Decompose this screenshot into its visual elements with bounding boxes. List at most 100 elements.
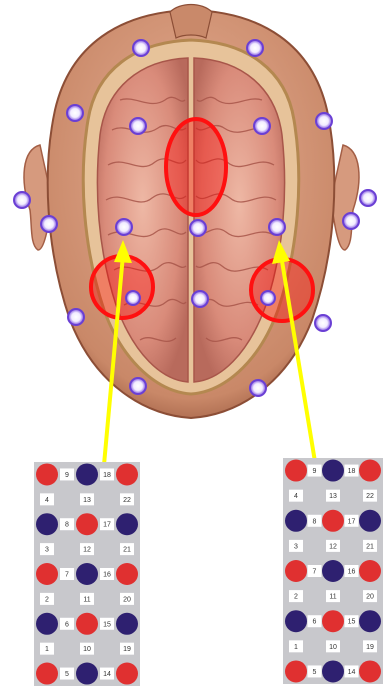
- optode-dot: [322, 510, 344, 532]
- electrode: [41, 216, 57, 232]
- channel-label: 9: [65, 472, 69, 479]
- electrode: [133, 40, 149, 56]
- channel-label: 17: [348, 518, 356, 525]
- channel-label: 9: [313, 468, 317, 475]
- channel-label: 19: [366, 644, 374, 651]
- channel-label: 4: [45, 497, 49, 504]
- optode-dot: [359, 610, 381, 632]
- channel-label: 18: [103, 472, 111, 479]
- electrode: [130, 378, 146, 394]
- channel-label: 2: [45, 596, 49, 603]
- electrode: [68, 309, 84, 325]
- optode-dot: [322, 560, 344, 582]
- channel-label: 3: [294, 543, 298, 550]
- optode-dot: [36, 513, 58, 535]
- electrode: [269, 219, 285, 235]
- optode-dot: [359, 510, 381, 532]
- channel-label: 6: [313, 619, 317, 626]
- channel-label: 13: [329, 493, 337, 500]
- optode-panel-left: 9 18 4 13 22 8 17 3 12 21 7 16 2 11 20 6 15 1 10 19 5 14: [34, 462, 140, 686]
- channel-label: 18: [348, 468, 356, 475]
- electrode: [116, 219, 132, 235]
- optode-dot: [285, 560, 307, 582]
- activation-frontal: [166, 119, 226, 215]
- optode-dot: [116, 463, 138, 485]
- optode-dot: [36, 613, 58, 635]
- channel-label: 7: [65, 572, 69, 579]
- channel-label: 1: [294, 644, 298, 651]
- electrode: [316, 113, 332, 129]
- channel-label: 15: [348, 619, 356, 626]
- channel-label: 4: [294, 493, 298, 500]
- electrode: [254, 118, 270, 134]
- optode-dot: [285, 460, 307, 482]
- electrode: [250, 380, 266, 396]
- optode-dot: [359, 660, 381, 682]
- channel-label: 2: [294, 594, 298, 601]
- channel-label: 11: [83, 596, 90, 603]
- channel-label: 8: [313, 518, 317, 525]
- channel-label: 8: [65, 522, 69, 529]
- optode-dot: [76, 663, 98, 685]
- optode-dot: [116, 613, 138, 635]
- optode-dot: [76, 513, 98, 535]
- electrode: [14, 192, 30, 208]
- optode-dot: [322, 660, 344, 682]
- channel-label: 10: [83, 646, 91, 653]
- channel-label: 13: [83, 497, 91, 504]
- electrode: [315, 315, 331, 331]
- optode-dot: [36, 563, 58, 585]
- optode-dot: [322, 460, 344, 482]
- channel-label: 15: [103, 621, 111, 628]
- channel-label: 20: [123, 596, 131, 603]
- electrode: [130, 118, 146, 134]
- optode-dot: [359, 560, 381, 582]
- optode-dot: [116, 513, 138, 535]
- channel-label: 21: [366, 543, 374, 550]
- electrode: [261, 291, 275, 305]
- optode-dot: [76, 563, 98, 585]
- electrode: [67, 105, 83, 121]
- channel-label: 22: [123, 497, 131, 504]
- optode-panel-right: 9 18 4 13 22 8 17 3 12 21 7 16 2 11 20 6 15 1 10 19 5 14: [283, 458, 383, 684]
- optode-dot: [76, 463, 98, 485]
- ear-right: [331, 145, 359, 250]
- channel-label: 14: [348, 669, 356, 676]
- channel-label: 19: [123, 646, 131, 653]
- electrode: [190, 220, 206, 236]
- channel-label: 3: [45, 547, 49, 554]
- optode-dot: [285, 510, 307, 532]
- optode-dot: [76, 613, 98, 635]
- channel-label: 21: [123, 547, 131, 554]
- channel-label: 11: [329, 594, 336, 601]
- optode-dot: [322, 610, 344, 632]
- optode-dot: [36, 663, 58, 685]
- channel-label: 22: [366, 493, 374, 500]
- channel-label: 16: [103, 572, 111, 579]
- channel-label: 12: [329, 543, 337, 550]
- electrode: [126, 291, 140, 305]
- channel-label: 17: [103, 522, 111, 529]
- channel-label: 12: [83, 547, 91, 554]
- optode-dot: [285, 610, 307, 632]
- optode-dot: [359, 460, 381, 482]
- electrode: [192, 291, 208, 307]
- channel-label: 7: [313, 569, 317, 576]
- optode-dot: [116, 663, 138, 685]
- channel-label: 1: [45, 646, 49, 653]
- electrode: [360, 190, 376, 206]
- channel-label: 5: [65, 671, 69, 678]
- electrode: [247, 40, 263, 56]
- electrode: [343, 213, 359, 229]
- optode-dot: [36, 463, 58, 485]
- channel-label: 16: [348, 569, 356, 576]
- channel-label: 14: [103, 671, 111, 678]
- channel-label: 6: [65, 621, 69, 628]
- optode-dot: [116, 563, 138, 585]
- channel-label: 5: [313, 669, 317, 676]
- channel-label: 20: [366, 594, 374, 601]
- optode-dot: [285, 660, 307, 682]
- channel-label: 10: [329, 644, 337, 651]
- nose-bridge: [170, 5, 212, 39]
